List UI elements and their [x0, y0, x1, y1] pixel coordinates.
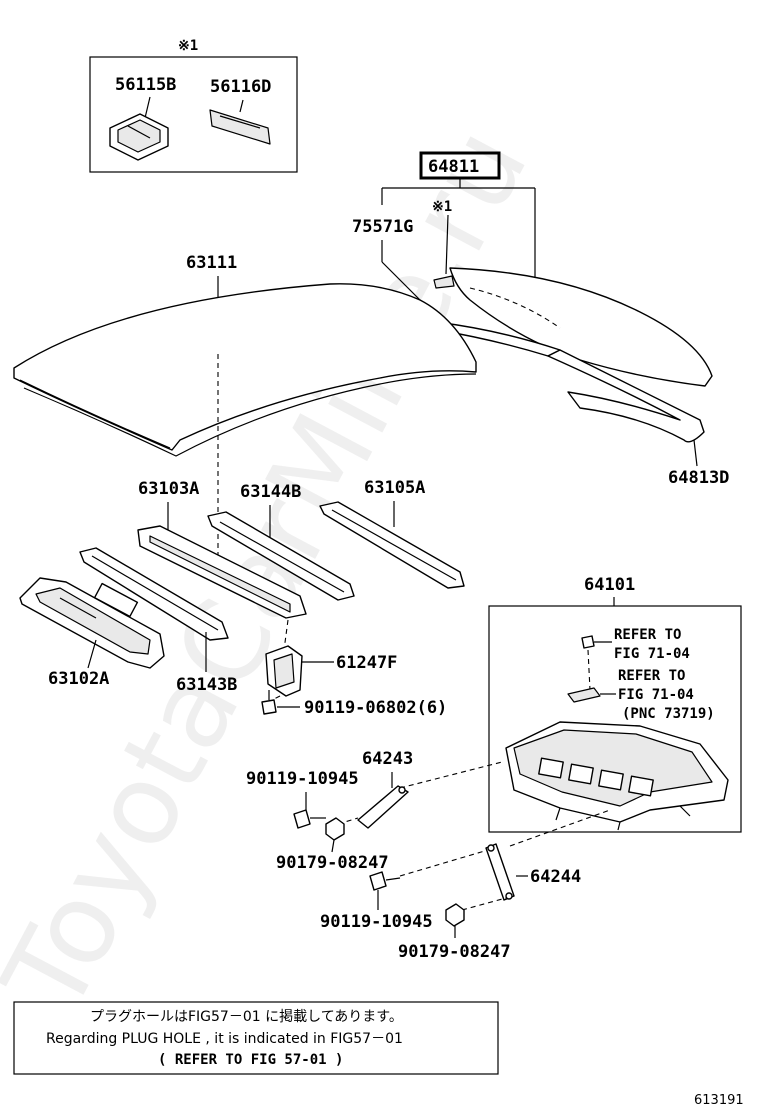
part-label-61247F[interactable]: 61247F: [336, 653, 397, 673]
refer-1-line1[interactable]: REFER TO: [614, 627, 681, 643]
package-tray-drawing: [505, 721, 729, 831]
inset-box-package-tray: [488, 605, 742, 833]
link-64243-drawing: [357, 785, 409, 829]
refer-1-line2[interactable]: FIG 71-04: [614, 646, 690, 662]
part-label-63111[interactable]: 63111: [186, 253, 237, 273]
bow-63144B-drawing: [207, 511, 355, 601]
bracket-61247F-drawing: [265, 645, 303, 697]
part-label-63102A[interactable]: 63102A: [48, 669, 109, 689]
note-mark-inset: ※1: [178, 38, 198, 54]
note-box: [13, 1001, 499, 1075]
part-label-64101[interactable]: 64101: [584, 575, 635, 595]
watermark: ToyotaCarMine.ru: [0, 108, 553, 1034]
note-mark-glass: ※1: [432, 199, 452, 215]
bolt-90119-10945-lower-icon: [369, 871, 401, 891]
refer-2-line3[interactable]: (PNC 73719): [622, 706, 715, 722]
part-label-63103A[interactable]: 63103A: [138, 479, 199, 499]
leader-64813D: [693, 439, 698, 467]
part-label-90119-10945-lower[interactable]: 90119-10945: [320, 912, 433, 932]
inset-box-clips: [89, 56, 298, 173]
part-label-90179-08247-upper[interactable]: 90179-08247: [276, 853, 389, 873]
part-label-75571G[interactable]: 75571G: [352, 217, 413, 237]
refer-2-line1[interactable]: REFER TO: [618, 668, 685, 684]
bow-63143B-drawing: [79, 547, 229, 641]
note-refer[interactable]: ( REFER TO FIG 57-01 ): [158, 1052, 343, 1068]
part-label-63143B[interactable]: 63143B: [176, 675, 237, 695]
note-japanese: プラグホールはFIG57－01 に掲載してあります。: [90, 1009, 403, 1025]
nut-90179-08247-lower-icon: [445, 903, 465, 927]
roof-panel-drawing: [13, 283, 477, 457]
refer-2-line2[interactable]: FIG 71-04: [618, 687, 694, 703]
part-label-63105A[interactable]: 63105A: [364, 478, 425, 498]
part-label-90179-08247-lower[interactable]: 90179-08247: [398, 942, 511, 962]
clip-56115B-drawing: [109, 113, 169, 161]
part-label-63144B[interactable]: 63144B: [240, 482, 301, 502]
reinforcement-63103A-drawing: [137, 525, 307, 619]
diagram-number: 613191: [694, 1093, 744, 1108]
part-label-56116D[interactable]: 56116D: [210, 77, 271, 97]
part-label-64813D[interactable]: 64813D: [668, 468, 729, 488]
note-english: Regarding PLUG HOLE , it is indicated in…: [46, 1031, 403, 1047]
rear-window-glass-drawing: [433, 267, 713, 387]
clip-56116D-drawing: [209, 109, 271, 145]
part-label-64811[interactable]: 64811: [428, 157, 479, 177]
link-64244-drawing: [485, 843, 515, 901]
part-label-64244[interactable]: 64244: [530, 867, 581, 887]
part-label-90119-10945-upper[interactable]: 90119-10945: [246, 769, 359, 789]
part-label-64243[interactable]: 64243: [362, 749, 413, 769]
header-63102A-drawing: [19, 577, 165, 669]
part-label-90119-06802[interactable]: 90119-06802(6): [304, 698, 447, 718]
nut-90179-08247-upper-icon: [325, 817, 345, 841]
bolt-90119-10945-upper-icon: [293, 809, 326, 829]
clip-refer-icon: [567, 687, 601, 703]
bow-63105A-drawing: [319, 501, 465, 589]
rear-window-moulding-drawing: [435, 321, 705, 443]
bolt-90119-06802-icon: [261, 690, 277, 715]
bolt-refer-icon: [581, 635, 595, 649]
part-label-56115B[interactable]: 56115B: [115, 75, 176, 95]
